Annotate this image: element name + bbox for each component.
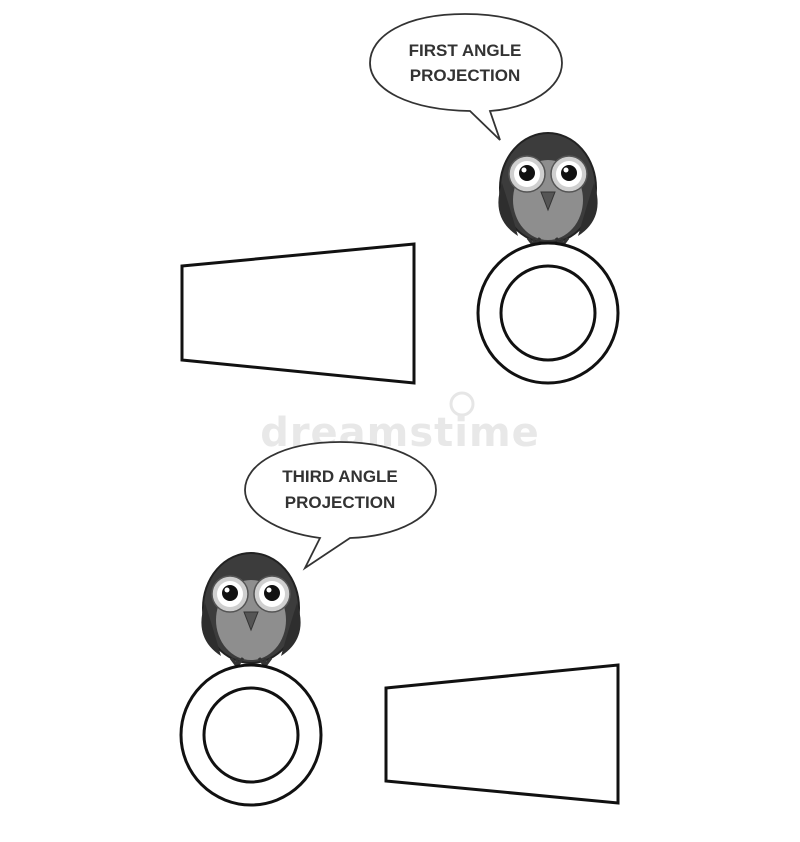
third-angle-owl-icon <box>199 551 303 668</box>
first-angle-speech-bubble: FIRST ANGLE PROJECTION <box>369 13 563 141</box>
first-angle-label-line2: PROJECTION <box>410 66 521 85</box>
third-angle-label-line2: PROJECTION <box>285 493 396 512</box>
third-angle-label-line1: THIRD ANGLE <box>282 467 398 486</box>
third-angle-end-view <box>179 663 323 807</box>
first-angle-front-view <box>180 242 416 385</box>
first-angle-owl-icon <box>496 131 600 248</box>
first-angle-end-view <box>476 241 620 385</box>
first-angle-label-line1: FIRST ANGLE <box>409 41 522 60</box>
third-angle-panel: THIRD ANGLE PROJECTION <box>179 441 620 807</box>
third-angle-speech-bubble: THIRD ANGLE PROJECTION <box>244 441 437 571</box>
third-angle-front-view <box>384 663 620 805</box>
first-angle-panel: FIRST ANGLE PROJECTION <box>180 13 620 385</box>
